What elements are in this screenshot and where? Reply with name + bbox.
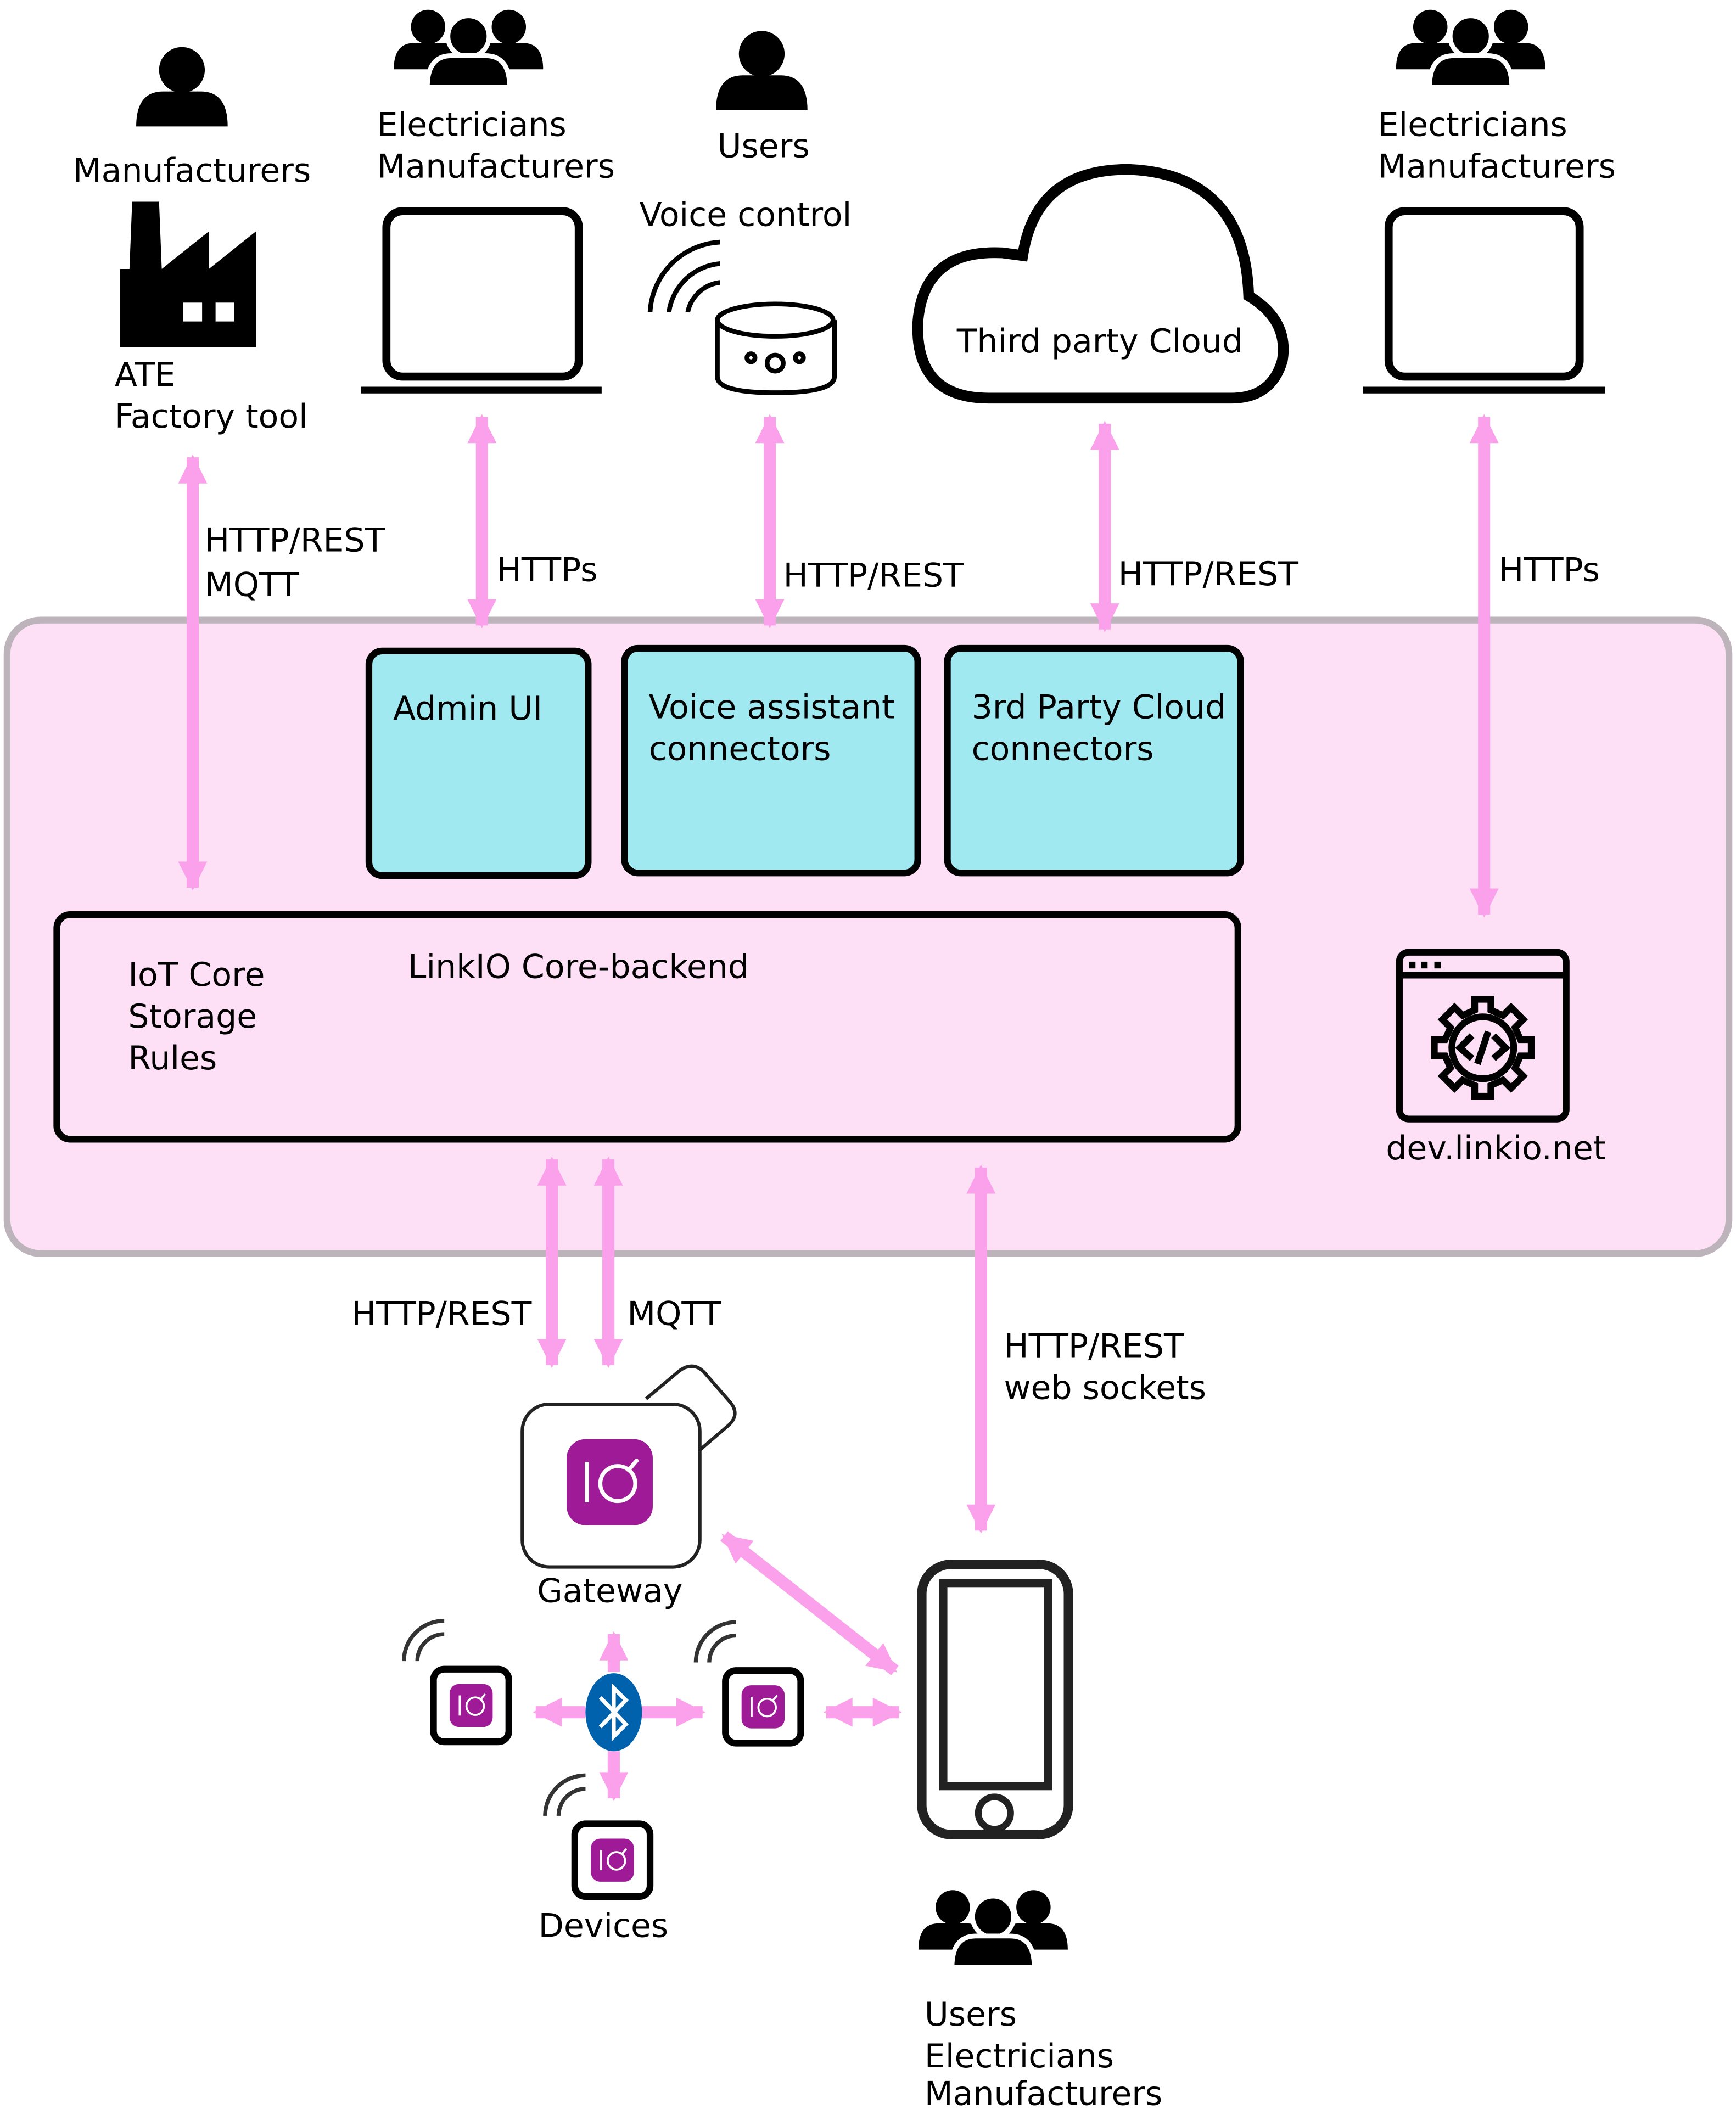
actor-label: Voice control bbox=[639, 196, 852, 234]
protocol-label: web sockets bbox=[1004, 1368, 1206, 1407]
bluetooth-icon bbox=[585, 1673, 642, 1752]
protocol-label: MQTT bbox=[627, 1295, 721, 1333]
dev-portal[interactable]: dev.linkio.net bbox=[1386, 949, 1606, 1168]
protocol-label: HTTP/REST bbox=[783, 556, 964, 594]
protocol-label: HTTP/REST bbox=[351, 1295, 532, 1333]
cloud-label: Third party Cloud bbox=[956, 322, 1243, 361]
actor-label: Manufacturers bbox=[925, 2075, 1162, 2109]
actor-label: Manufacturers bbox=[73, 152, 311, 190]
protocol-label: HTTPs bbox=[1499, 551, 1600, 590]
actor-label: Manufacturers bbox=[377, 147, 615, 186]
gateway-device[interactable]: Gateway bbox=[520, 1364, 737, 1610]
laptop-icon bbox=[1363, 207, 1605, 394]
factory-icon bbox=[120, 201, 256, 347]
protocol-label: HTTP/REST bbox=[1004, 1327, 1184, 1365]
iot-device[interactable] bbox=[696, 1622, 800, 1743]
voice-connectors-label-1: Voice assistant bbox=[649, 688, 895, 726]
actor-label: Electricians bbox=[1378, 105, 1567, 144]
cloud-connectors-label-2: connectors bbox=[972, 730, 1154, 768]
core-service: Rules bbox=[128, 1039, 217, 1078]
voice-connectors-component[interactable]: Voice assistant connectors bbox=[621, 644, 921, 877]
group-icon bbox=[919, 1890, 1068, 1967]
actor-label: Electricians bbox=[925, 2037, 1114, 2076]
person-icon bbox=[136, 47, 228, 127]
smartphone-icon[interactable] bbox=[917, 1560, 1073, 1839]
group-icon bbox=[1396, 10, 1545, 87]
cloud-icon: Third party Cloud bbox=[912, 164, 1289, 404]
actor-label: Manufacturers bbox=[1378, 147, 1616, 186]
laptop-icon bbox=[361, 207, 602, 394]
actor-label: Factory tool bbox=[115, 397, 308, 436]
devices-label: Devices bbox=[539, 1906, 669, 1945]
protocol-label: HTTPs bbox=[497, 551, 598, 590]
actor-label: Electricians bbox=[377, 105, 567, 144]
cloud-connectors-component[interactable]: 3rd Party Cloud connectors bbox=[944, 644, 1244, 877]
core-service: Storage bbox=[128, 997, 257, 1036]
protocol-label: MQTT bbox=[205, 565, 299, 604]
arrow-gateway-phone bbox=[720, 1531, 899, 1675]
core-backend-title: LinkIO Core-backend bbox=[408, 947, 749, 986]
group-icon bbox=[394, 10, 543, 87]
core-backend-component[interactable]: LinkIO Core-backend IoT Core Storage Rul… bbox=[53, 911, 1241, 1143]
web-code-gear-icon bbox=[1396, 949, 1570, 1123]
protocol-label: HTTP/REST bbox=[205, 521, 385, 560]
dev-portal-label: dev.linkio.net bbox=[1386, 1129, 1606, 1168]
actor-label: ATE bbox=[115, 356, 176, 394]
iot-device[interactable] bbox=[545, 1775, 650, 1897]
protocol-label: HTTP/REST bbox=[1118, 555, 1299, 593]
iot-device[interactable] bbox=[404, 1621, 509, 1742]
cloud-connectors-label-1: 3rd Party Cloud bbox=[972, 688, 1226, 726]
core-service: IoT Core bbox=[128, 956, 265, 994]
admin-ui-component[interactable]: Admin UI bbox=[365, 647, 592, 879]
actor-label: Users bbox=[925, 1995, 1017, 2034]
person-icon bbox=[716, 31, 808, 110]
smart-speaker-icon bbox=[647, 239, 837, 395]
gateway-label: Gateway bbox=[537, 1572, 682, 1610]
admin-ui-label: Admin UI bbox=[393, 689, 542, 728]
actor-label: Users bbox=[718, 127, 810, 166]
linkio-logo-icon bbox=[567, 1439, 653, 1525]
voice-connectors-label-2: connectors bbox=[649, 730, 831, 768]
